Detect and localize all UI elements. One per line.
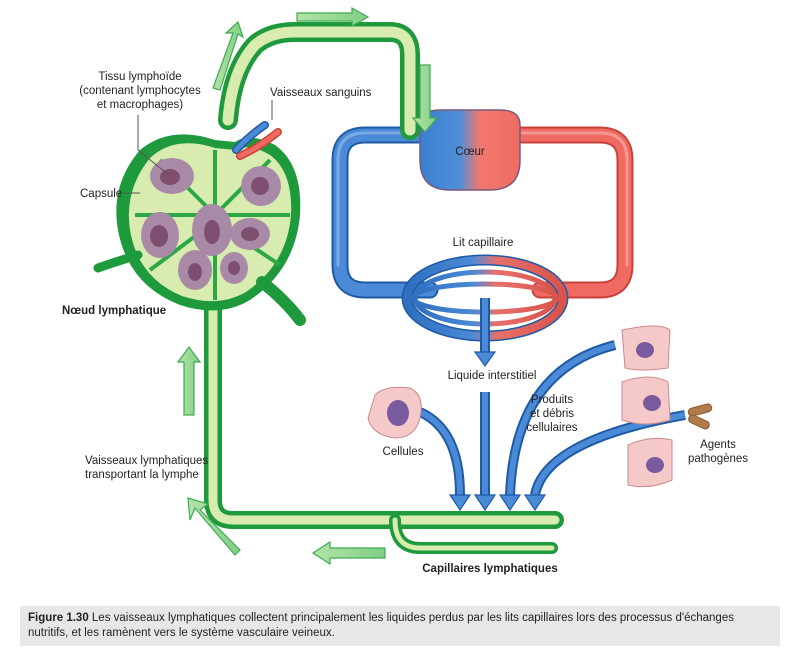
- label-interstitial-fluid: Liquide interstitiel: [448, 370, 537, 382]
- label-capsule: Capsule: [80, 188, 122, 200]
- label-lymphoid-tissue-2: (contenant lymphocytes: [79, 85, 201, 97]
- arrow-left-bottom: [311, 540, 386, 566]
- label-pathogens-1: Agents: [700, 439, 736, 451]
- arrow-right-top: [296, 6, 370, 28]
- lymph-flow-arrows: [176, 6, 439, 566]
- label-lymph-capillaries: Capillaires lymphatiques: [422, 563, 558, 575]
- arrow-curve-up: [187, 497, 241, 556]
- lymph-node: [93, 134, 306, 326]
- label-lymph-vessels-1: Vaisseaux lymphatiques: [85, 455, 208, 467]
- lymphoid-follicles: [141, 158, 281, 290]
- figure-number: Figure 1.30: [28, 612, 89, 624]
- arrow-up-diag: [212, 20, 245, 91]
- label-lymph-vessels-2: transportant la lymphe: [85, 469, 199, 481]
- figure-caption: Figure 1.30 Les vaisseaux lymphatiques c…: [20, 606, 780, 646]
- caption-text: Les vaisseaux lymphatiques collectent pr…: [28, 612, 734, 639]
- label-capillary-bed: Lit capillaire: [453, 237, 514, 249]
- venous-vessel: [331, 126, 439, 299]
- label-products-2: et débris: [530, 408, 574, 420]
- heart-shape: [419, 109, 521, 191]
- fluid-arrowheads: [448, 351, 547, 512]
- tissue-cells: [367, 325, 673, 488]
- label-products-3: cellulaires: [526, 422, 577, 434]
- label-lymphoid-tissue-1: Tissu lymphoïde: [98, 71, 181, 83]
- arrow-up-left: [176, 345, 202, 416]
- label-cells: Cellules: [383, 446, 424, 458]
- label-blood-vessels: Vaisseaux sanguins: [270, 87, 372, 99]
- label-heart: Cœur: [455, 146, 485, 158]
- label-products-1: Produits: [531, 394, 573, 406]
- arrow-down-top: [411, 64, 439, 133]
- label-lymphoid-tissue-3: et macrophages): [97, 99, 183, 111]
- node-blood-vessels: [232, 121, 282, 160]
- leader-lines: [123, 100, 273, 194]
- lymphatic-system-diagram: Tissu lymphoïde (contenant lymphocytes e…: [62, 6, 748, 575]
- pathogens: [687, 403, 713, 430]
- label-pathogens-2: pathogènes: [688, 453, 748, 465]
- label-lymph-node: Nœud lymphatique: [62, 305, 166, 317]
- lymphatic-vessels: [204, 22, 564, 554]
